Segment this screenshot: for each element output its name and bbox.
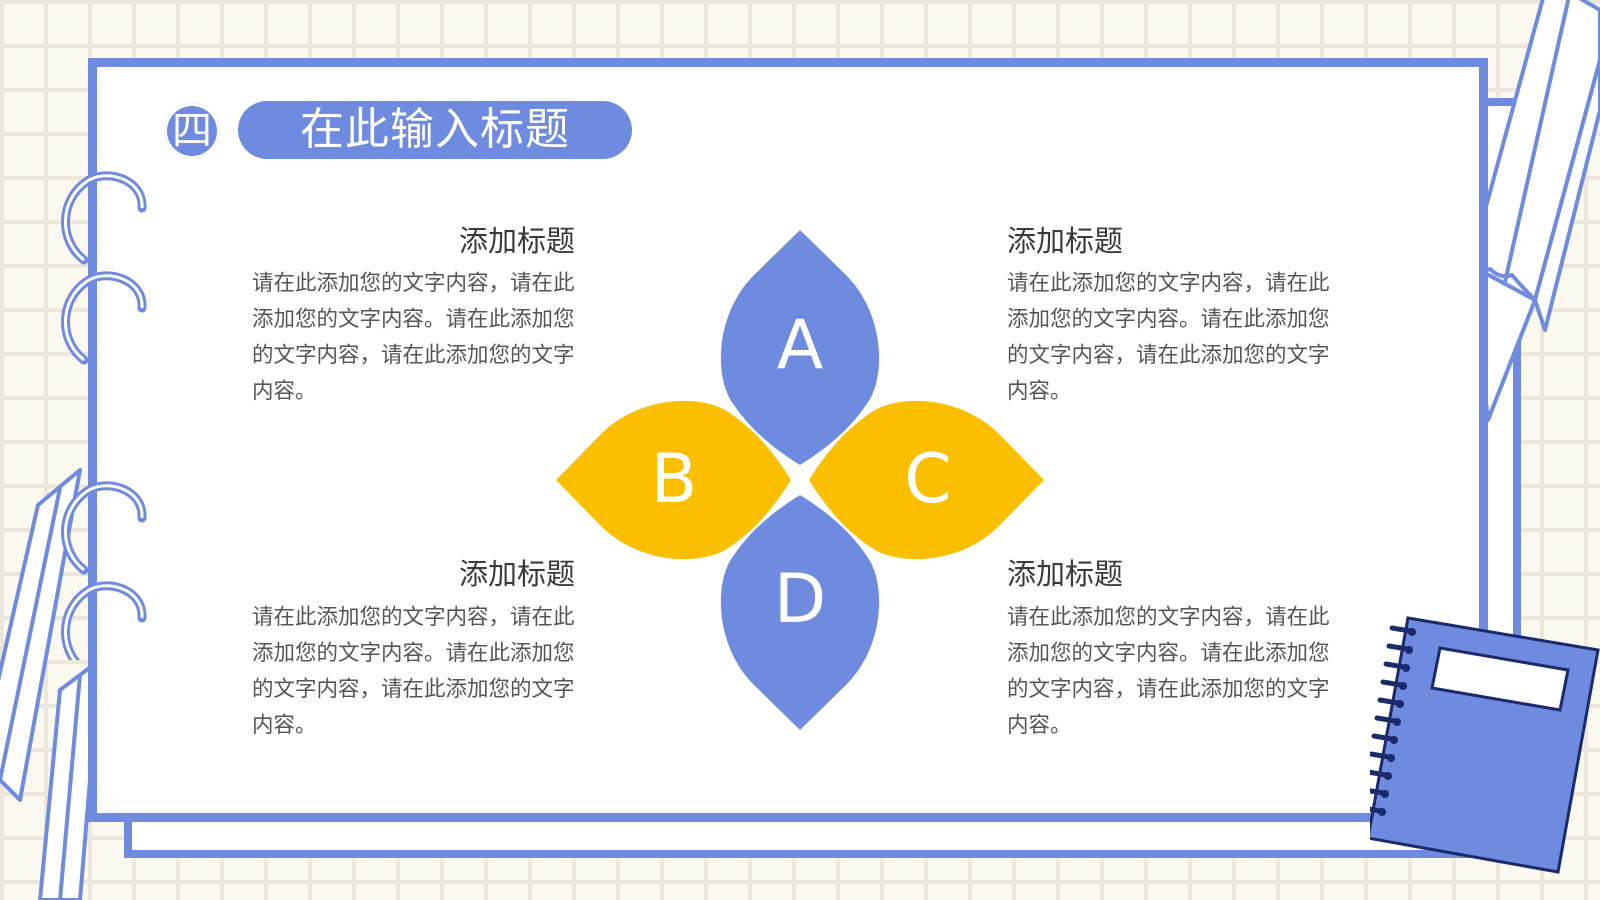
- ring-icon: [61, 581, 147, 660]
- section-title-top-left: 添加标题: [458, 224, 575, 258]
- petal-c: [809, 400, 1044, 560]
- petal-b: [556, 400, 791, 560]
- petal-a: [720, 230, 880, 465]
- section-body-top-left: 请在此添加您的文字内容，请在此添加您的文字内容。请在此添加您的文字内容，请在此添…: [252, 271, 575, 404]
- section-body-top-right: 请在此添加您的文字内容，请在此添加您的文字内容。请在此添加您的文字内容，请在此添…: [1007, 271, 1330, 404]
- section-title-bottom-right: 添加标题: [1007, 557, 1124, 591]
- section-body-bottom-right: 请在此添加您的文字内容，请在此添加您的文字内容。请在此添加您的文字内容，请在此添…: [1007, 605, 1330, 738]
- petal-d: [720, 495, 880, 730]
- section-number-badge: 四: [164, 103, 220, 159]
- binder-rings: [61, 171, 147, 660]
- notebook-icon: [1370, 616, 1600, 874]
- page-title: 在此输入标题: [238, 101, 632, 159]
- petal-d-letter: D: [774, 560, 826, 639]
- petal-a-letter: A: [777, 306, 824, 385]
- abcd-petal-diagram: A B C D: [556, 230, 1044, 730]
- petal-c-letter: C: [904, 440, 951, 519]
- section-title-bottom-left: 添加标题: [458, 557, 575, 591]
- section-title-top-right: 添加标题: [1007, 224, 1124, 258]
- petal-b-letter: B: [651, 440, 698, 519]
- section-body-bottom-left: 请在此添加您的文字内容，请在此添加您的文字内容。请在此添加您的文字内容，请在此添…: [252, 605, 575, 738]
